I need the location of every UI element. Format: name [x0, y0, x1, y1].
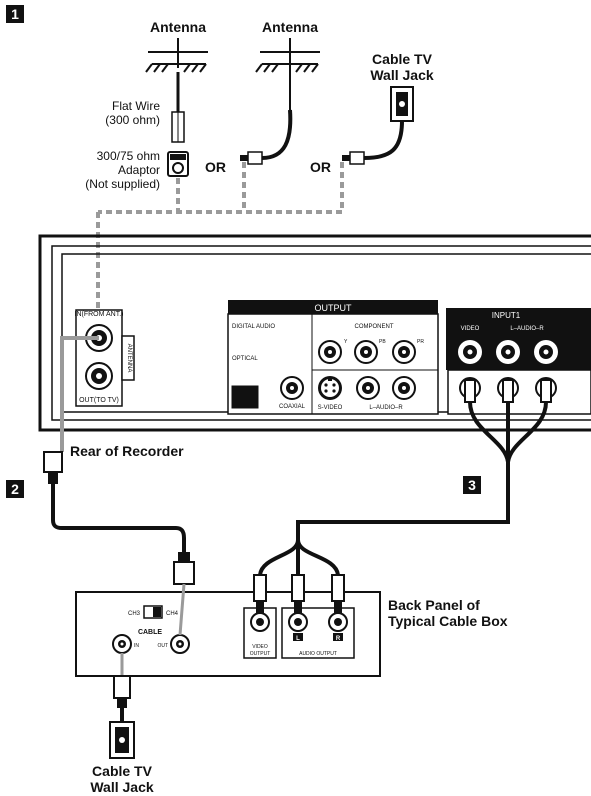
step-badge-3: 3	[463, 476, 481, 494]
cable-box-title-1: Back Panel of	[388, 597, 480, 613]
coaxial-jack	[280, 376, 304, 400]
flat-wire	[171, 72, 185, 143]
antenna-left-icon	[145, 38, 208, 73]
coaxial-label: COAXIAL	[279, 404, 306, 410]
cable-out-jack	[170, 634, 190, 654]
component-pr-jack	[392, 340, 416, 364]
digital-audio-label: DIGITAL AUDIO	[232, 324, 275, 330]
audio-out-r-jack	[392, 376, 416, 400]
gray-out-link	[178, 583, 186, 636]
optical-port	[231, 385, 259, 409]
cable-tv-bottom-label-2: Wall Jack	[90, 779, 154, 795]
ch4-label: CH4	[166, 611, 179, 617]
ant-out-label: OUT(TO TV)	[79, 397, 119, 404]
audio-r-label: R	[336, 636, 341, 642]
step-badge-1: 1	[6, 5, 24, 23]
av-cable-bundle	[258, 401, 548, 576]
svideo-label: S-VIDEO	[318, 405, 343, 411]
ch3-label: CH3	[128, 611, 141, 617]
cable-in-label: IN	[134, 643, 139, 649]
svg-text:2: 2	[11, 481, 19, 497]
comp-pr-label: PR	[417, 339, 424, 345]
cable-tv-bottom-label-1: Cable TV	[92, 763, 153, 779]
comp-y-label: Y	[344, 339, 348, 345]
cable-box-title-2: Typical Cable Box	[388, 613, 508, 629]
component-pb-jack	[354, 340, 378, 364]
dashed-route	[96, 162, 344, 318]
video-output-label-2: OUTPUT	[250, 651, 271, 657]
recorder-antenna-panel: ANTENNA	[75, 309, 135, 407]
flat-wire-label-2: (300 ohm)	[105, 113, 160, 127]
audio-out-l-jack	[356, 376, 380, 400]
audio-l-label: L	[296, 636, 300, 642]
or-label-1: OR	[205, 159, 226, 175]
antenna-tag: ANTENNA	[126, 344, 132, 373]
svg-text:1: 1	[11, 6, 19, 22]
input1-audio-label: L–AUDIO–R	[510, 326, 544, 332]
rca-plugs-cable-box	[253, 574, 345, 614]
wall-jack-bottom-icon	[109, 721, 135, 759]
adaptor-icon	[167, 151, 189, 177]
input1-header: INPUT1	[492, 311, 521, 320]
ant-out-jack	[85, 362, 113, 390]
rear-of-recorder-label: Rear of Recorder	[70, 443, 184, 459]
wall-jack-top-icon	[390, 86, 414, 122]
ant-in-label: IN(FROM ANT.)	[75, 311, 124, 318]
input1-audio-l-jack	[496, 340, 520, 364]
output-header: OUTPUT	[315, 303, 353, 313]
antenna-coax-cable	[240, 109, 293, 165]
video-output-block	[243, 607, 277, 659]
svideo-jack	[318, 376, 342, 400]
antenna-right-icon	[255, 38, 320, 110]
cable-in-jack	[112, 634, 132, 654]
or-label-2: OR	[310, 159, 331, 175]
antenna-right-label: Antenna	[262, 19, 318, 35]
input1-audio-r-jack	[534, 340, 558, 364]
cable-tv-top-label-2: Wall Jack	[370, 67, 434, 83]
input1-video-jack	[458, 340, 482, 364]
optical-label: OPTICAL	[232, 356, 258, 362]
component-label: COMPONENT	[355, 324, 394, 330]
adaptor-label-1: 300/75 ohm	[97, 149, 160, 163]
antenna-left-label: Antenna	[150, 19, 206, 35]
walljack-coax-cable	[342, 120, 404, 165]
video-output-label-1: VIDEO	[252, 644, 268, 650]
flat-wire-label-1: Flat Wire	[112, 99, 160, 113]
channel-switch	[143, 605, 163, 619]
step-badge-2: 2	[6, 480, 24, 498]
coax-cable-to-box	[43, 451, 195, 585]
adaptor-label-2: Adaptor	[118, 163, 160, 177]
input1-video-label: VIDEO	[461, 326, 480, 332]
rca-plugs-recorder	[459, 377, 557, 403]
svg-text:3: 3	[468, 477, 476, 493]
cable-label: CABLE	[138, 629, 162, 636]
component-y-jack	[318, 340, 342, 364]
cable-tv-top-label-1: Cable TV	[372, 51, 433, 67]
audio-out-label: L–AUDIO–R	[369, 405, 403, 411]
audio-output-label: AUDIO OUTPUT	[299, 651, 337, 657]
adaptor-label-3: (Not supplied)	[85, 177, 160, 191]
cable-out-label: OUT	[157, 643, 168, 649]
comp-pb-label: PB	[379, 339, 386, 345]
audio-output-block	[281, 607, 355, 659]
gray-feed-line	[60, 336, 99, 452]
